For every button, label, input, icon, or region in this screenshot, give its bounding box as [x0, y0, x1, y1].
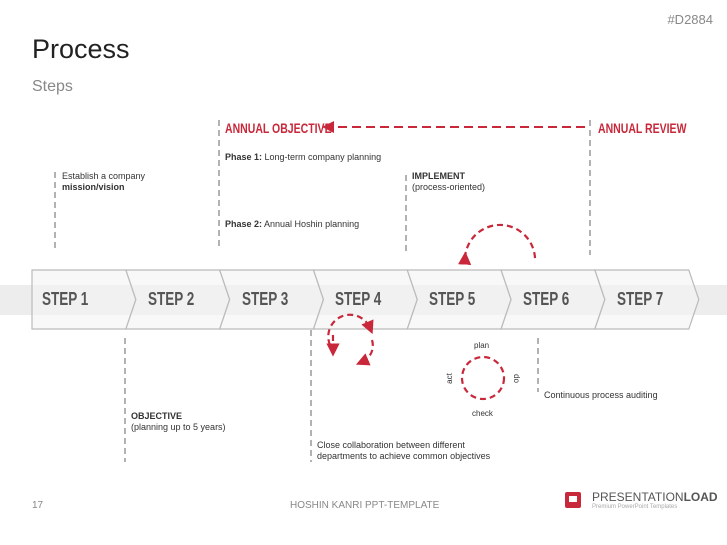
page-number: 17 [32, 500, 44, 511]
cycle-do: do [511, 374, 521, 383]
note-auditing: Continuous process auditing [544, 390, 658, 400]
page-title: Process [32, 34, 130, 64]
step-label: STEP 6 [523, 289, 570, 309]
slide-code: #D2884 [667, 12, 713, 27]
footer-logo: PRESENTATIONLOAD Premium PowerPoint Temp… [592, 490, 718, 510]
note-phase2: Phase 2: Annual Hoshin planning [225, 219, 360, 229]
step-label: STEP 1 [42, 289, 89, 309]
step-chevron [593, 269, 700, 330]
dashed-guides [54, 120, 591, 462]
step-label: STEP 2 [147, 289, 195, 309]
note-objective: OBJECTIVE(planning up to 5 years) [131, 411, 226, 432]
page-subtitle: Steps [32, 78, 73, 95]
note-phase1: Phase 1: Long-term company planning [225, 152, 382, 162]
cycle-check: check [472, 409, 493, 418]
note-implement: IMPLEMENT(process-oriented) [412, 171, 486, 192]
cycle-arrows [326, 223, 537, 401]
footer-title: HOSHIN KANRI PPT-TEMPLATE [290, 500, 440, 511]
step-label: STEP 5 [429, 289, 476, 309]
annual-review-label: ANNUAL REVIEW [598, 120, 687, 136]
step-label: STEP 3 [241, 289, 288, 309]
step-label: STEP 7 [616, 289, 664, 309]
cycle-act: act [444, 373, 454, 384]
step-label: STEP 4 [335, 289, 382, 309]
annual-objective-label: ANNUAL OBJECTIVE [225, 120, 332, 136]
cycle-plan: plan [474, 341, 490, 350]
